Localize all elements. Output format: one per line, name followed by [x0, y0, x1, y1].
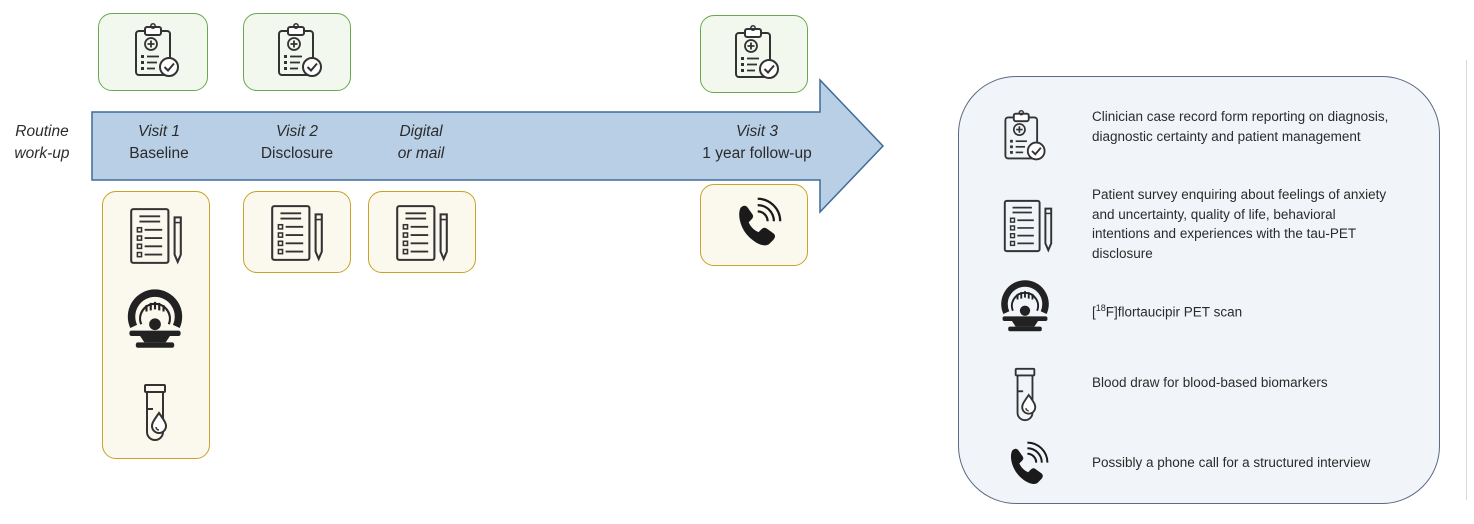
visit-3-label: Visit 3 1 year follow-up [682, 121, 832, 165]
patient-box-digital [368, 191, 476, 273]
digital-line1: Digital [399, 123, 443, 140]
patient-box-visit2 [243, 191, 351, 273]
visit-3-title: Visit 3 [736, 123, 778, 140]
clinician-crf-box-visit1 [98, 13, 208, 91]
pet-scanner-icon [997, 279, 1053, 335]
routine-line1: Routine [15, 123, 69, 140]
survey-form-icon [266, 201, 328, 265]
phone-icon [728, 197, 782, 251]
phone-icon [1001, 441, 1049, 489]
blood-tube-icon [125, 378, 185, 448]
legend-pet-text: [18F]flortaucipir PET scan [1092, 299, 1392, 322]
survey-form-icon [999, 195, 1057, 257]
legend-pet-post: F]flortaucipir PET scan [1105, 304, 1243, 320]
clipboard-check-icon [127, 20, 187, 84]
visit-1-subtitle: Baseline [129, 145, 189, 162]
clipboard-check-icon [270, 20, 330, 84]
phone-box-visit3 [700, 184, 808, 266]
timeline-arrow [91, 78, 885, 214]
visit-1-label: Visit 1 Baseline [104, 121, 214, 165]
legend-phone-text: Possibly a phone call for a structured i… [1092, 455, 1371, 470]
legend-pet-pre: [ [1092, 304, 1096, 320]
clipboard-check-icon [727, 22, 787, 86]
visit-3-subtitle: 1 year follow-up [702, 145, 812, 162]
visit-1-title: Visit 1 [138, 123, 180, 140]
legend-panel: Clinician case record form reporting on … [958, 76, 1440, 504]
clinician-crf-box-visit3 [700, 15, 808, 93]
legend-pet-sup: 18 [1095, 303, 1106, 313]
digital-line2: or mail [397, 145, 445, 162]
blood-tube-icon [997, 363, 1053, 427]
legend-crf-text: Clinician case record form reporting on … [1092, 109, 1389, 144]
clinician-crf-box-visit2 [243, 13, 351, 91]
visit-2-title: Visit 2 [276, 123, 318, 140]
routine-workup-label: Routine work-up [2, 121, 82, 165]
survey-form-icon [391, 201, 453, 265]
pet-scanner-icon [123, 288, 187, 352]
visit-2-subtitle: Disclosure [260, 145, 334, 162]
legend-blood-text: Blood draw for blood-based biomarkers [1092, 375, 1328, 390]
digital-mail-label: Digital or mail [366, 121, 476, 165]
routine-line2: work-up [14, 145, 70, 162]
patient-box-visit1 [102, 191, 210, 459]
right-edge-divider [1466, 60, 1467, 500]
legend-survey-text: Patient survey enquiring about feelings … [1092, 187, 1387, 261]
visit-2-label: Visit 2 Disclosure [242, 121, 352, 165]
clipboard-check-icon [997, 107, 1053, 167]
survey-form-icon [125, 204, 187, 268]
